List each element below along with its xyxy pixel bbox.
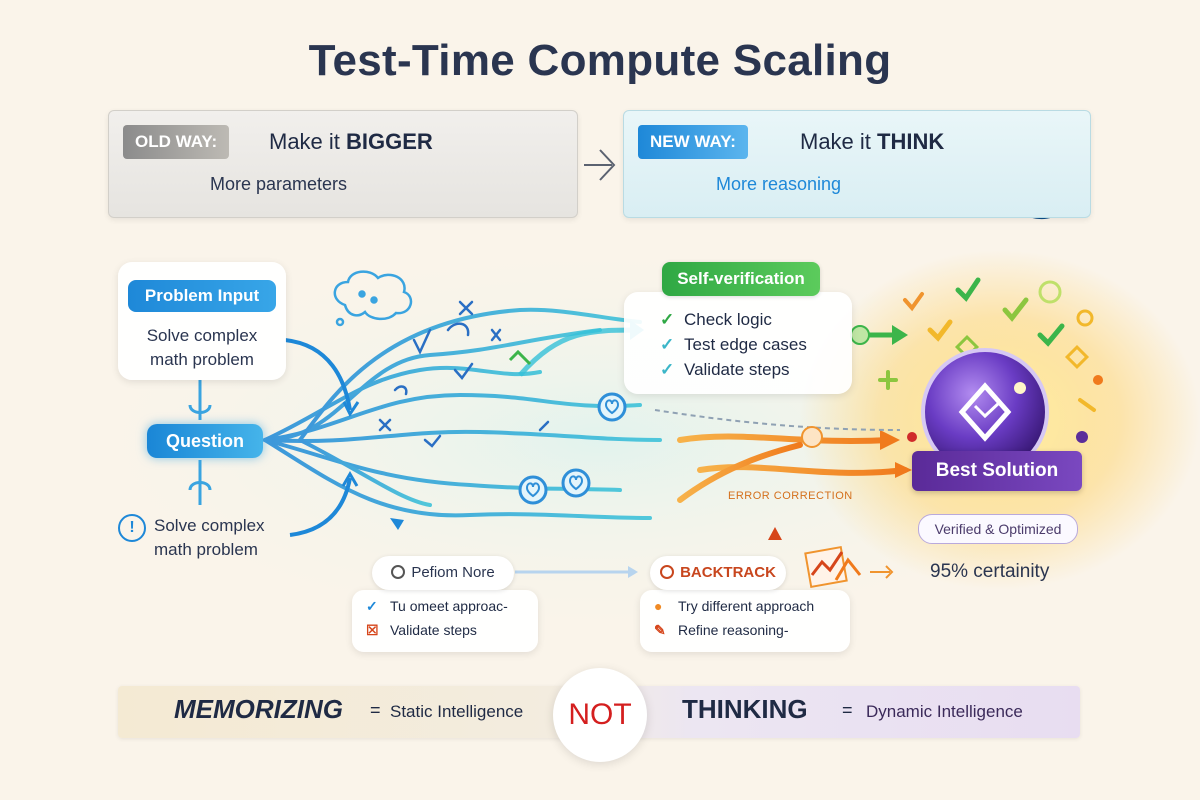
lower-problem-line2: math problem [154,540,258,559]
perform-more-item: ☒ Validate steps [366,622,477,639]
lower-problem-line1: Solve complex [154,516,265,535]
circle-icon [660,565,675,579]
problem-input-text: Solve complex math problem [118,324,286,372]
self-verification-item-text: Test edge cases [684,335,807,354]
backtrack-item-text: Refine reasoning- [678,622,789,638]
self-verification-item: ✓ Validate steps [660,360,790,380]
not-circle: NOT [553,668,647,762]
perform-more-card [352,590,538,652]
memorizing-word: MEMORIZING [174,694,343,724]
checkmark-icon: ✓ [660,360,675,379]
old-way-headline-prefix: Make it [269,129,347,154]
thought-bubble-icon [333,270,413,327]
backtrack-label-text: BACKTRACK [680,564,776,581]
backtrack-card [640,590,850,652]
perform-more-item-text: Tu omeet approac- [390,598,508,614]
scattered-math-symbols [378,300,550,448]
static-intelligence: Static Intelligence [390,702,524,721]
perform-more-label: Pefiom Nore [372,556,514,590]
heart-node-icon [518,392,823,505]
left-equals: = [370,700,381,720]
new-way-subline: More reasoning [716,174,842,194]
old-way-headline: Make it BIGGER [269,125,433,159]
old-way-headline-emphasis: BIGGER [346,129,433,154]
circle-icon [391,565,406,579]
new-way-headline-prefix: Make it [800,129,878,154]
error-correction-paths [677,433,908,503]
old-way-panel: OLD WAY: Make it BIGGER [108,110,578,218]
page-title: Test-Time Compute Scaling [308,36,892,85]
new-way-headline: Make it THINK [800,125,944,159]
checkmark-icon: ✓ [660,335,675,354]
old-way-subline: More parameters [210,174,348,194]
checkmark-icon: ✓ [366,598,378,614]
diamond-gem-icon [921,348,1049,476]
lower-problem-text: Solve complex math problem [154,514,265,562]
certainty-text: 95% certainity [930,561,1050,582]
self-verification-item: ✓ Test edge cases [660,335,807,355]
best-solution-label: Best Solution [912,451,1082,491]
perform-more-item-text: Validate steps [390,622,477,638]
pencil-icon: ✎ [654,622,666,638]
reasoning-paths [263,307,662,520]
right-equals: = [842,700,853,720]
problem-input-card: Problem Input Solve complex math problem [118,262,286,380]
backtrack-item: ✎ Refine reasoning- [654,622,789,639]
checkmark-icon: ✓ [660,310,675,329]
backtrack-chart-icon [768,527,862,589]
backtrack-label: BACKTRACK [650,556,786,590]
dynamic-intelligence: Dynamic Intelligence [866,702,1023,721]
thinking-word: THINKING [682,694,808,724]
error-correction-label: ERROR CORRECTION [728,490,853,502]
self-verification-card [624,292,852,394]
backtrack-item-text: Try different approach [678,598,815,614]
x-mark-icon: ☒ [366,622,379,638]
perform-more-item: ✓ Tu omeet approac- [366,598,508,615]
backtrack-item: ● Try different approach [654,598,814,614]
problem-input-line2: math problem [150,350,254,369]
self-verification-item: ✓ Check logic [660,310,772,330]
problem-input-line1: Solve complex [146,326,258,345]
problem-input-label: Problem Input [128,280,276,312]
new-way-tag: NEW WAY: [638,125,748,159]
confetti-checkmarks [878,277,1103,443]
old-way-tag: OLD WAY: [123,125,230,159]
new-way-headline-emphasis: THINK [877,129,945,154]
panel-connector-arrow [584,149,616,181]
self-verification-item-text: Check logic [684,310,772,329]
info-icon: ! [118,514,146,542]
question-node: Question [147,424,263,458]
verified-badge: Verified & Optimized [918,514,1078,544]
perform-more-label-text: Pefiom Nore [411,564,495,581]
self-verification-item-text: Validate steps [684,360,790,379]
new-way-panel: NEW WAY: Make it THINK [623,110,1091,218]
dot-icon: ● [654,598,663,614]
self-verification-label: Self-verification [662,262,820,296]
